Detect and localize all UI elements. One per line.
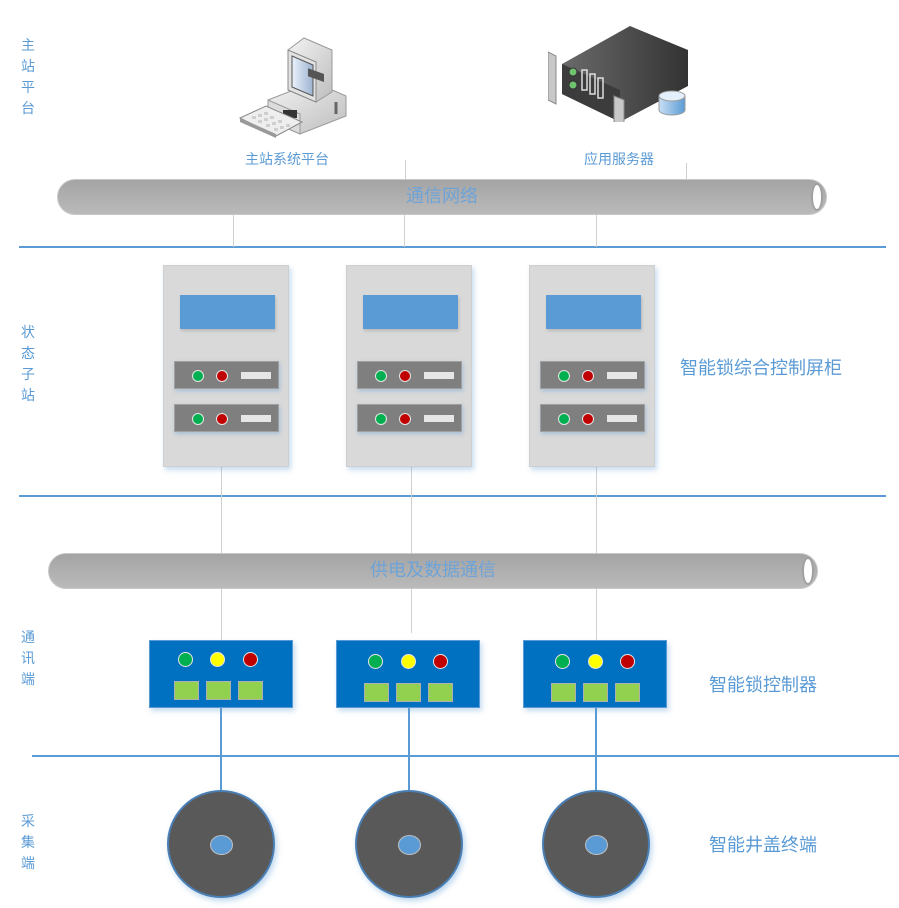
layer-label-master: 主站平台: [21, 38, 35, 117]
controller-port: [206, 681, 231, 700]
controller-port: [615, 683, 640, 702]
connector-line: [220, 708, 222, 792]
power-data-bus-label: 供电及数据通信: [370, 560, 496, 581]
cabinet-screen: [180, 295, 275, 329]
connector-line: [595, 708, 597, 792]
pipe-end-cap: [802, 557, 814, 585]
led-yellow: [210, 652, 225, 667]
manhole-terminal[interactable]: [167, 790, 275, 898]
network-bus-label: 通信网络: [406, 186, 478, 207]
cabinet-panel: [174, 404, 279, 432]
led-green: [558, 413, 570, 425]
manhole-terminal[interactable]: [355, 790, 463, 898]
led-red: [433, 654, 448, 669]
led-green: [558, 370, 570, 382]
control-cabinet[interactable]: [346, 265, 472, 467]
led-yellow: [588, 654, 603, 669]
led-red: [620, 654, 635, 669]
power-data-bus: 供电及数据通信: [48, 553, 818, 589]
led-red: [399, 370, 411, 382]
control-cabinet[interactable]: [163, 265, 289, 467]
connector-line: [405, 160, 406, 180]
device-label-control-cabinet: 智能锁综合控制屏柜: [680, 358, 842, 379]
cabinet-panel: [540, 404, 645, 432]
connector-line: [408, 708, 410, 792]
led-green: [192, 413, 204, 425]
layer-label-substation: 状态子站: [21, 325, 35, 404]
led-green: [178, 652, 193, 667]
connector-line: [686, 163, 687, 180]
control-cabinet[interactable]: [529, 265, 655, 467]
controller-port: [238, 681, 263, 700]
led-red: [243, 652, 258, 667]
cabinet-screen: [546, 295, 641, 329]
connector-line: [411, 467, 412, 633]
cabinet-panel: [174, 361, 279, 389]
device-label-manhole-terminal: 智能井盖终端: [709, 835, 817, 856]
controller-port: [583, 683, 608, 702]
terminal-core: [585, 835, 608, 855]
led-green: [368, 654, 383, 669]
controller-port: [428, 683, 453, 702]
panel-slot: [607, 372, 637, 379]
cabinet-screen: [363, 295, 458, 329]
controller-port: [396, 683, 421, 702]
rack-server-icon: [547, 22, 688, 127]
led-yellow: [401, 654, 416, 669]
connector-line: [596, 214, 597, 247]
led-green: [192, 370, 204, 382]
led-green: [375, 413, 387, 425]
layer-divider: [32, 755, 899, 757]
cabinet-panel: [357, 404, 462, 432]
terminal-core: [398, 835, 421, 855]
terminal-core: [210, 835, 233, 855]
pipe-end-cap: [811, 183, 823, 211]
device-label-master-platform: 主站系统平台: [245, 152, 329, 168]
led-red: [582, 413, 594, 425]
cabinet-panel: [540, 361, 645, 389]
device-label-lock-controller: 智能锁控制器: [709, 675, 817, 696]
connector-line: [233, 214, 234, 247]
panel-slot: [424, 372, 454, 379]
cabinet-panel: [357, 361, 462, 389]
network-bus: 通信网络: [57, 179, 827, 215]
computer-icon: [236, 30, 348, 140]
layer-label-communication: 通讯端: [21, 630, 35, 688]
led-red: [216, 370, 228, 382]
layer-divider: [19, 495, 886, 497]
layer-label-collection: 采集端: [21, 814, 35, 872]
led-red: [582, 370, 594, 382]
controller-port: [364, 683, 389, 702]
led-red: [216, 413, 228, 425]
panel-slot: [241, 372, 271, 379]
controller-port: [551, 683, 576, 702]
led-red: [399, 413, 411, 425]
lock-controller[interactable]: [336, 640, 480, 708]
lock-controller[interactable]: [149, 640, 293, 708]
lock-controller[interactable]: [523, 640, 667, 708]
led-green: [375, 370, 387, 382]
manhole-terminal[interactable]: [542, 790, 650, 898]
led-green: [555, 654, 570, 669]
controller-port: [174, 681, 199, 700]
device-label-app-server: 应用服务器: [584, 152, 654, 168]
panel-slot: [607, 415, 637, 422]
layer-divider: [19, 246, 886, 248]
panel-slot: [424, 415, 454, 422]
panel-slot: [241, 415, 271, 422]
connector-line: [404, 214, 405, 247]
